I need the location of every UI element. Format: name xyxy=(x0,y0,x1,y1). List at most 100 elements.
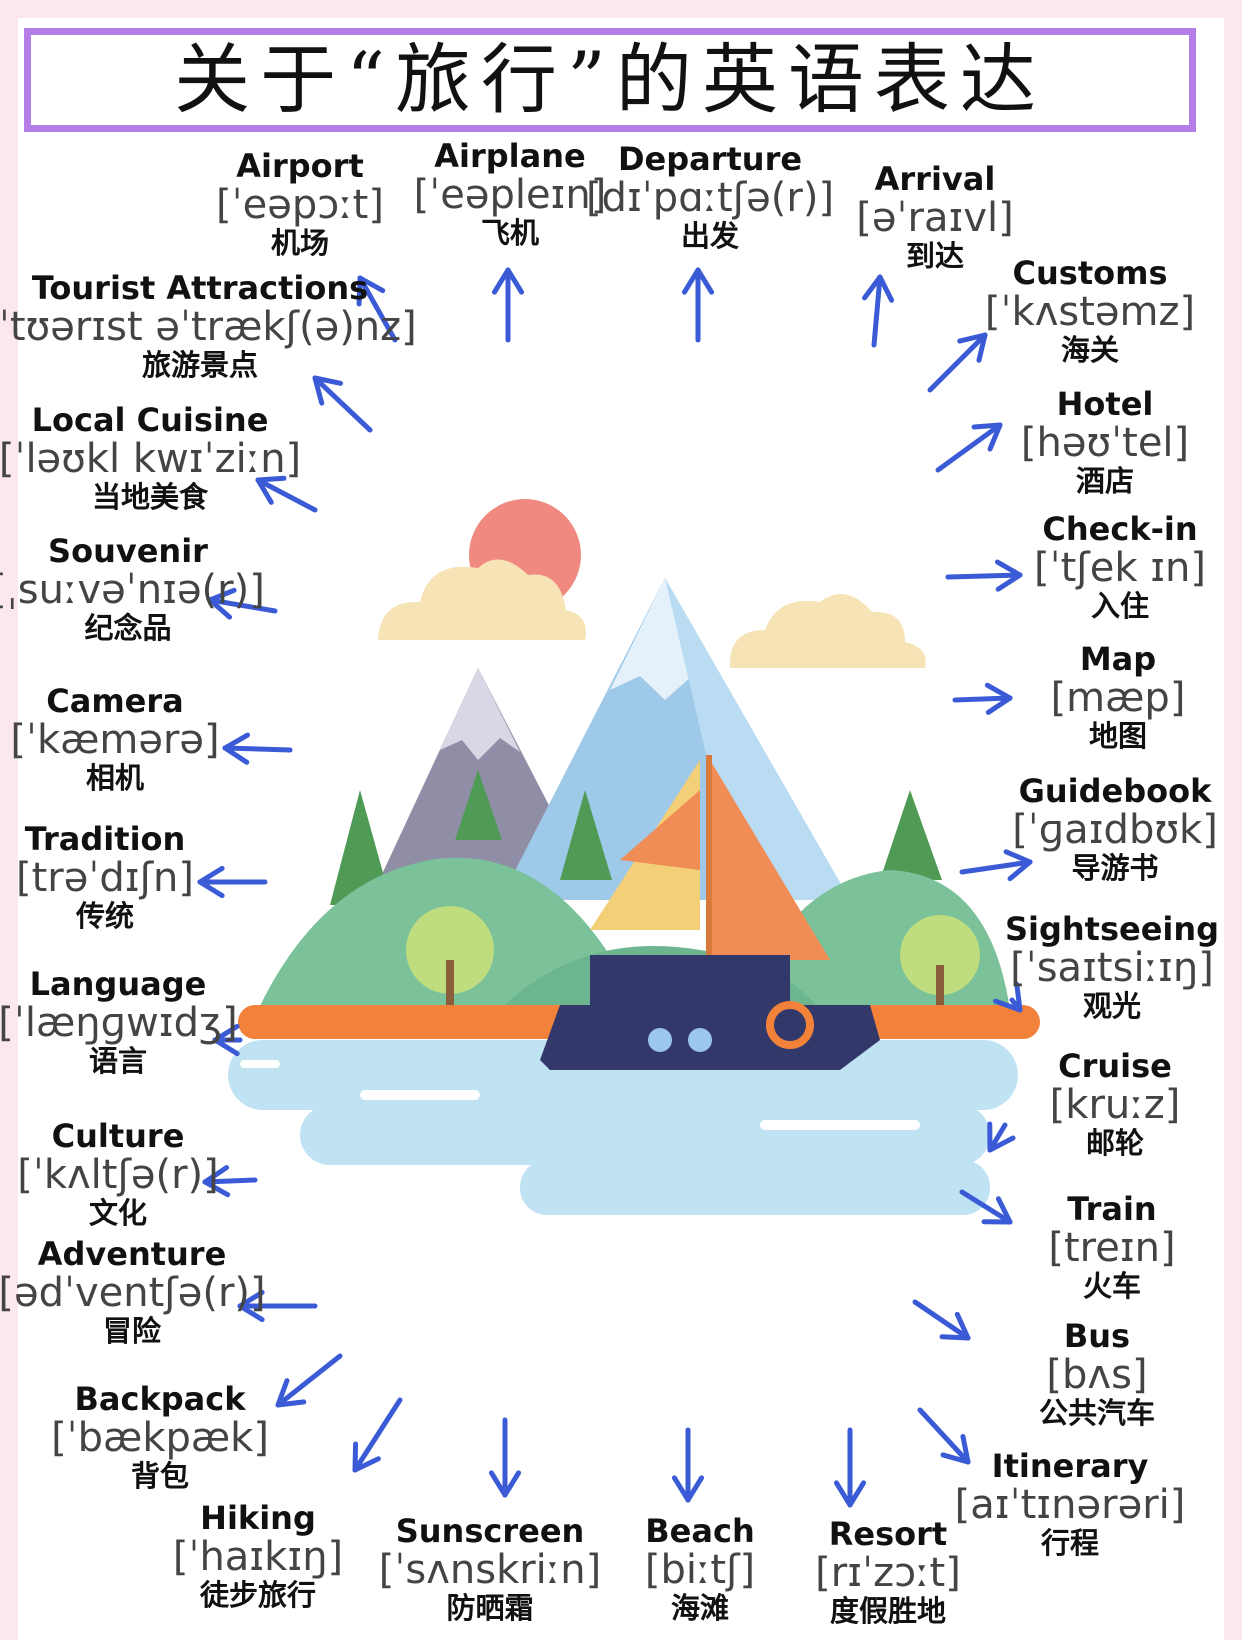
word-zh: 度假胜地 xyxy=(829,1593,946,1628)
arrow-icon xyxy=(202,1165,258,1198)
word-ipa: [bʌs] xyxy=(1046,1351,1148,1398)
word-ipa: [ˈləʊkl kwɪˈziːn] xyxy=(0,435,302,482)
arrow-icon xyxy=(671,1427,705,1503)
word-en: Itinerary xyxy=(991,1447,1149,1485)
word-zh: 入住 xyxy=(1090,588,1149,623)
word-zh: 公共汽车 xyxy=(1038,1395,1156,1430)
word-zh: 出发 xyxy=(680,218,740,253)
arrow-icon xyxy=(959,849,1033,882)
word-local-cuisine: Local Cuisine [ˈləʊkl kwɪˈziːn] 当地美食 xyxy=(0,401,302,514)
word-en: Resort xyxy=(828,1515,948,1553)
word-zh: 导游书 xyxy=(1071,850,1159,885)
word-en: Hiking xyxy=(200,1499,316,1537)
word-ipa: [həʊˈtel] xyxy=(1020,419,1190,466)
word-zh: 到达 xyxy=(905,238,965,273)
word-ipa: [ˈɡaɪdbʊk] xyxy=(1012,806,1218,853)
word-tourist-attractions: Tourist Attractions [ˈtʊərɪst əˈtrækʃ(ə)… xyxy=(0,269,417,382)
arrow-icon xyxy=(987,1121,1016,1153)
word-ipa: [ˈeəpleɪn] xyxy=(413,171,607,218)
word-arrival: Arrival [əˈraɪvl] 到达 xyxy=(856,160,1013,273)
word-map: Map [mæp] 地图 xyxy=(1051,640,1186,753)
word-zh: 地图 xyxy=(1088,718,1147,753)
word-cruise: Cruise [kruːz] 邮轮 xyxy=(1050,1047,1181,1160)
word-zh: 行程 xyxy=(1040,1525,1100,1560)
arrow-icon xyxy=(935,422,1003,473)
arrow-icon xyxy=(993,981,1023,1013)
word-zh: 机场 xyxy=(270,225,330,260)
arrow-icon xyxy=(952,682,1013,715)
word-ipa: [ədˈventʃə(r)] xyxy=(0,1269,266,1316)
arrow-icon xyxy=(491,267,525,343)
word-en: Local Cuisine xyxy=(31,401,269,439)
word-adventure: Adventure [ədˈventʃə(r)] 冒险 xyxy=(0,1237,266,1348)
word-zh: 冒险 xyxy=(102,1313,162,1348)
word-ipa: [ˈlæŋɡwɪdʒ] xyxy=(0,999,238,1046)
word-en: Hotel xyxy=(1056,385,1154,423)
word-ipa: [rɪˈzɔːt] xyxy=(815,1549,961,1596)
word-culture: Culture [ˈkʌltʃə(r)] 文化 xyxy=(17,1117,219,1230)
word-en: Souvenir xyxy=(48,532,208,570)
word-departure: Departure [dɪˈpɑːtʃə(r)] 出发 xyxy=(585,140,835,253)
word-zh: 相机 xyxy=(85,760,144,795)
word-ipa: [trəˈdɪʃn] xyxy=(16,854,194,901)
arrow-icon xyxy=(356,275,398,343)
word-en: Cruise xyxy=(1058,1047,1172,1085)
arrow-icon xyxy=(197,865,268,899)
word-en: Sightseeing xyxy=(1004,910,1220,948)
arrow-icon xyxy=(912,1299,971,1341)
arrow-icon xyxy=(275,1353,343,1408)
word-language: Language [ˈlæŋɡwɪdʒ] 语言 xyxy=(0,967,238,1078)
word-zh: 徒步旅行 xyxy=(199,1577,316,1612)
word-en: Map xyxy=(1079,640,1157,678)
word-en: Culture xyxy=(51,1117,185,1155)
arrow-icon xyxy=(212,1023,243,1057)
word-en: Camera xyxy=(46,682,184,720)
word-ipa: [ˈsʌnskriːn] xyxy=(378,1546,602,1593)
arrow-icon xyxy=(959,1189,1013,1225)
arrow-icon xyxy=(488,1417,522,1498)
word-hotel: Hotel [həʊˈtel] 酒店 xyxy=(1020,385,1190,498)
word-beach: Beach [biːtʃ] 海滩 xyxy=(645,1512,755,1625)
word-customs: Customs [ˈkʌstəmz] 海关 xyxy=(984,256,1196,367)
word-ipa: [ˈkæmərə] xyxy=(10,716,220,763)
word-ipa: [ˌsuːvəˈnɪə(r)] xyxy=(0,566,265,613)
word-en: Beach xyxy=(645,1512,755,1550)
page-title: 关于“旅行”的英语表达 xyxy=(174,35,1046,124)
word-zh: 纪念品 xyxy=(84,610,172,645)
word-airport: Airport [ˈeəpɔːt] 机场 xyxy=(216,147,384,260)
word-en: Arrival xyxy=(874,160,996,198)
word-en: Train xyxy=(1067,1190,1157,1228)
arrow-icon xyxy=(862,274,895,348)
word-en: Bus xyxy=(1063,1317,1131,1355)
arrow-icon xyxy=(255,475,318,513)
word-zh: 火车 xyxy=(1082,1268,1142,1303)
word-ipa: [ˈkʌltʃə(r)] xyxy=(17,1151,219,1198)
word-zh: 旅游景点 xyxy=(141,347,259,382)
word-en: Tradition xyxy=(24,820,186,858)
word-ipa: [ˈtʃek ɪn] xyxy=(1033,544,1207,591)
word-en: Airport xyxy=(236,147,364,185)
word-zh: 海关 xyxy=(1060,332,1120,367)
word-zh: 飞机 xyxy=(480,215,540,250)
arrow-icon xyxy=(237,1289,318,1323)
word-ipa: [ˈkʌstəmz] xyxy=(984,288,1196,335)
word-itinerary: Itinerary [aɪˈtɪnərəri] 行程 xyxy=(955,1447,1186,1560)
word-hiking: Hiking [ˈhaɪkɪŋ] 徒步旅行 xyxy=(172,1499,344,1612)
word-zh: 防晒霜 xyxy=(446,1590,534,1625)
word-ipa: [ˈsaɪtsiːɪŋ] xyxy=(1010,944,1214,991)
word-ipa: [dɪˈpɑːtʃə(r)] xyxy=(585,174,835,221)
arrow-icon xyxy=(352,1397,403,1473)
word-ipa: [ˈhaɪkɪŋ] xyxy=(172,1533,344,1580)
arrow-icon xyxy=(945,559,1023,592)
word-sightseeing: Sightseeing [ˈsaɪtsiːɪŋ] 观光 xyxy=(1004,910,1220,1023)
word-en: Check-in xyxy=(1042,510,1198,548)
word-en: Tourist Attractions xyxy=(31,269,369,307)
word-en: Departure xyxy=(617,140,803,178)
arrow-icon xyxy=(222,732,293,765)
arrow-icon xyxy=(207,587,278,620)
word-en: Airplane xyxy=(434,137,586,175)
word-tradition: Tradition [trəˈdɪʃn] 传统 xyxy=(16,820,194,933)
word-ipa: [ˈtʊərɪst əˈtrækʃ(ə)nz] xyxy=(0,303,417,350)
